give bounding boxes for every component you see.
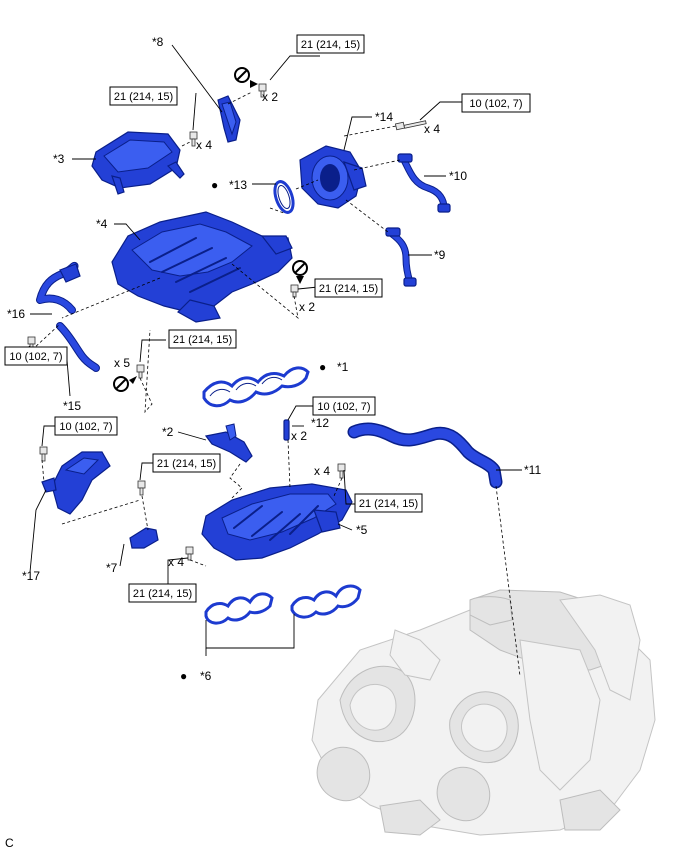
quantity-labels: x 2 x 4 x 4 x 2 x 5 x 2 x 4 x 4 bbox=[114, 90, 440, 569]
bolt-icon bbox=[290, 284, 299, 298]
part-label-10: *10 bbox=[449, 169, 467, 183]
bolt-icon bbox=[337, 463, 346, 479]
part-labels: *8 *3 *13 *14 *10 *4 *9 *16 *1 *15 *2 *1… bbox=[7, 35, 541, 683]
part-8-bracket bbox=[217, 95, 241, 143]
part-13-gasket-ring bbox=[273, 180, 295, 214]
quantity-label: x 2 bbox=[299, 300, 315, 314]
part-17-bracket bbox=[41, 451, 111, 515]
assembly-guide-lines bbox=[31, 91, 521, 677]
svg-text:21 (214, 15): 21 (214, 15) bbox=[173, 334, 232, 346]
part-15-pipe bbox=[56, 322, 100, 372]
quantity-label: x 4 bbox=[424, 122, 440, 136]
part-7-bracket bbox=[129, 527, 159, 549]
part-14-throttle-body bbox=[299, 145, 367, 209]
part-label-12: *12 bbox=[311, 416, 329, 430]
part-3-cover bbox=[91, 131, 185, 195]
bullet-mark: ● bbox=[180, 669, 187, 683]
bolt-icon bbox=[189, 131, 198, 147]
torque-spec-box: 21 (214, 15) bbox=[354, 493, 423, 513]
part-label-5: *5 bbox=[356, 523, 368, 537]
torque-spec-box: 21 (214, 15) bbox=[314, 278, 383, 298]
part-9-hose bbox=[385, 227, 417, 287]
bolt-group bbox=[27, 83, 427, 561]
part-label-15: *15 bbox=[63, 399, 81, 413]
torque-spec-box: 10 (102, 7) bbox=[4, 346, 68, 366]
svg-text:10 (102, 7): 10 (102, 7) bbox=[59, 421, 112, 433]
bolt-icon bbox=[185, 546, 194, 561]
quantity-label: x 5 bbox=[114, 356, 130, 370]
leader-lines bbox=[23, 44, 522, 656]
svg-text:10 (102, 7): 10 (102, 7) bbox=[9, 351, 62, 363]
quantity-label: x 2 bbox=[262, 90, 278, 104]
part-2-bracket bbox=[204, 423, 253, 463]
part-11-hose bbox=[347, 422, 503, 489]
quantity-label: x 4 bbox=[168, 555, 184, 569]
bolt-icon bbox=[258, 83, 267, 98]
part-label-6: *6 bbox=[200, 669, 212, 683]
part-label-2: *2 bbox=[162, 425, 174, 439]
torque-spec-box: 10 (102, 7) bbox=[312, 396, 376, 416]
part-16-pipe bbox=[36, 261, 81, 314]
svg-text:21 (214, 15): 21 (214, 15) bbox=[359, 498, 418, 510]
bullet-marks: ● ● ● bbox=[180, 178, 326, 683]
part-label-3: *3 bbox=[53, 152, 65, 166]
quantity-label: x 4 bbox=[314, 464, 330, 478]
svg-text:21 (214, 15): 21 (214, 15) bbox=[114, 91, 173, 103]
non-reusable-symbol-icon bbox=[234, 67, 258, 88]
part-10-hose bbox=[397, 153, 451, 213]
quantity-label: x 2 bbox=[291, 429, 307, 443]
svg-text:21 (214, 15): 21 (214, 15) bbox=[301, 39, 360, 51]
svg-text:10 (102, 7): 10 (102, 7) bbox=[469, 98, 522, 110]
bolt-icon bbox=[136, 364, 145, 379]
bullet-mark: ● bbox=[211, 178, 218, 192]
torque-spec-box: 10 (102, 7) bbox=[461, 93, 531, 113]
non-reusable-symbol-icon bbox=[292, 260, 308, 284]
part-5-intake-manifold-lower bbox=[201, 483, 353, 561]
torque-spec-box: 10 (102, 7) bbox=[54, 416, 118, 436]
part-6-gaskets bbox=[204, 584, 362, 625]
part-label-4: *4 bbox=[96, 217, 108, 231]
svg-text:21 (214, 15): 21 (214, 15) bbox=[319, 283, 378, 295]
part-label-7: *7 bbox=[106, 561, 118, 575]
part-label-9: *9 bbox=[434, 248, 446, 262]
part-1-gasket bbox=[202, 366, 310, 408]
part-4-intake-manifold-upper bbox=[111, 211, 293, 323]
part-label-14: *14 bbox=[375, 110, 393, 124]
engine-assembly-illustration bbox=[311, 589, 656, 836]
svg-text:21 (214, 15): 21 (214, 15) bbox=[157, 458, 216, 470]
torque-spec-box: 21 (214, 15) bbox=[168, 329, 237, 349]
torque-spec-box: 21 (214, 15) bbox=[296, 34, 365, 54]
torque-spec-box: 21 (214, 15) bbox=[152, 453, 221, 473]
part-label-1: *1 bbox=[337, 360, 349, 374]
bolt-icon bbox=[394, 120, 427, 131]
bolt-icon bbox=[39, 446, 48, 462]
quantity-label: x 4 bbox=[196, 138, 212, 152]
torque-spec-box: 21 (214, 15) bbox=[128, 583, 197, 603]
svg-text:21 (214, 15): 21 (214, 15) bbox=[133, 588, 192, 600]
svg-text:10 (102, 7): 10 (102, 7) bbox=[317, 401, 370, 413]
part-12-stud bbox=[283, 419, 290, 441]
part-label-17: *17 bbox=[22, 569, 40, 583]
bullet-mark: ● bbox=[319, 360, 326, 374]
part-label-13: *13 bbox=[229, 178, 247, 192]
corner-code: C bbox=[5, 836, 14, 850]
torque-spec-box: 21 (214, 15) bbox=[109, 86, 178, 106]
part-label-16: *16 bbox=[7, 307, 25, 321]
part-label-8: *8 bbox=[152, 35, 164, 49]
non-reusable-symbol-icon bbox=[113, 376, 137, 392]
part-label-11: *11 bbox=[524, 463, 541, 477]
bolt-icon bbox=[137, 480, 146, 496]
